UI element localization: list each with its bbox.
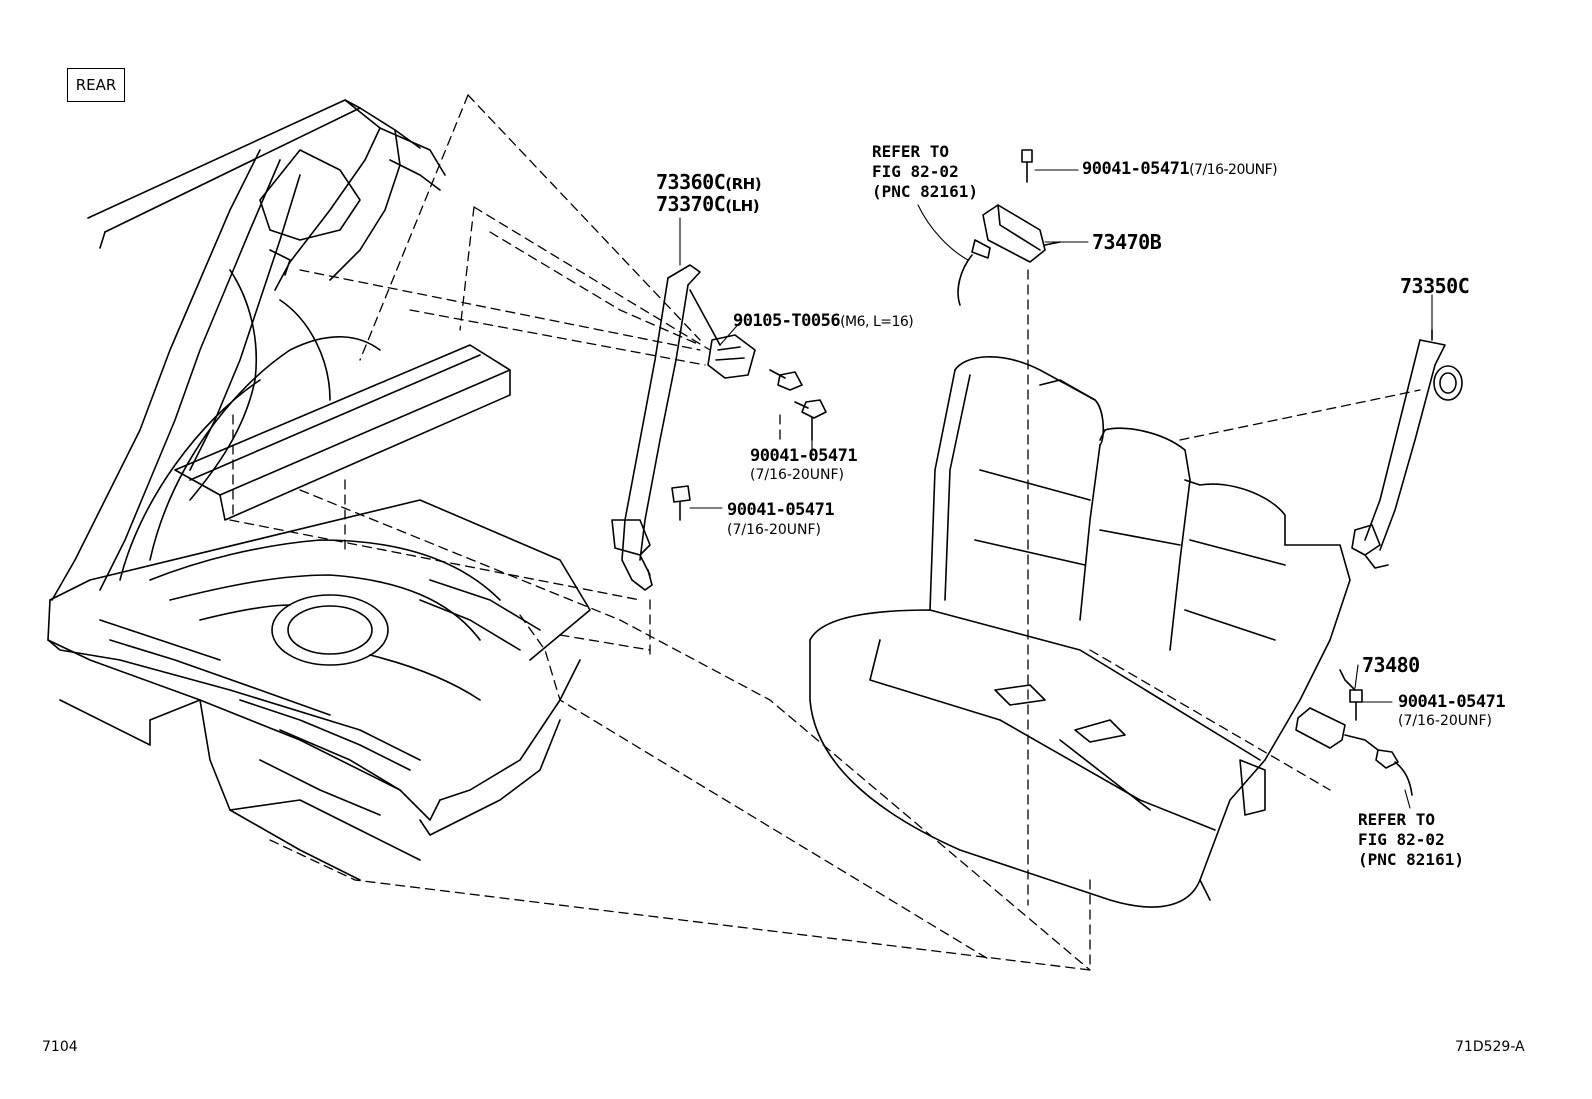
footer-page-code: 7104 bbox=[42, 1039, 78, 1055]
part-number-73470b: 73470B bbox=[1092, 230, 1162, 254]
part-spec-bolt-right: (7/16-20UNF) bbox=[1398, 713, 1493, 729]
rear-seat-illustration bbox=[809, 356, 1351, 908]
reference-note-bottom: REFER TO FIG 82-02 (PNC 82161) bbox=[1358, 810, 1464, 869]
center-seat-belt-assembly bbox=[1351, 329, 1463, 569]
part-spec-bolt-b: (7/16-20UNF) bbox=[727, 522, 822, 538]
part-number-bolt-right: 90041-05471 bbox=[1398, 692, 1506, 712]
part-number-73350c: 73350C bbox=[1400, 274, 1470, 298]
view-label-rear: REAR bbox=[67, 68, 125, 102]
vehicle-body-illustration bbox=[47, 99, 591, 881]
leader-lines bbox=[679, 169, 1433, 809]
part-number-73370c: 73370C(LH) bbox=[656, 192, 760, 216]
part-number-73480: 73480 bbox=[1362, 653, 1420, 677]
part-number-bolt-b: 90041-05471 bbox=[727, 500, 835, 520]
outer-seat-belt-assembly bbox=[611, 264, 827, 591]
reference-note-top: REFER TO FIG 82-02 (PNC 82161) bbox=[872, 142, 978, 201]
part-number-bolt-m6: 90105-T0056(M6, L=16) bbox=[733, 311, 914, 331]
part-number-73360c: 73360C(RH) bbox=[656, 170, 762, 194]
assembly-dashed-lines bbox=[229, 94, 1421, 971]
center-buckle-assembly bbox=[957, 149, 1061, 306]
part-number-bolt-a: 90041-05471 bbox=[750, 446, 858, 466]
footer-illustration-code: 71D529-A bbox=[1455, 1039, 1525, 1055]
part-spec-bolt-a: (7/16-20UNF) bbox=[750, 467, 845, 483]
outer-buckle-assembly bbox=[1295, 669, 1413, 796]
part-number-bolt-top: 90041-05471(7/16-20UNF) bbox=[1082, 159, 1278, 179]
